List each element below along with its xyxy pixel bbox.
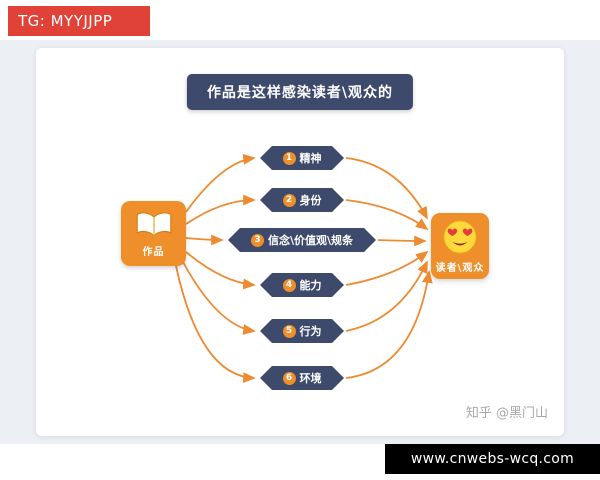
level-1-number-badge: 1 [283,152,296,165]
level-3-number-badge: 3 [251,234,264,247]
level-6-number-badge: 6 [283,372,296,385]
level-6-label: 环境 [299,372,322,385]
telegram-banner-text: TG: MYYJJPP [18,12,113,30]
target-node-audience: 读者\观众 [431,213,489,279]
source-node-label: 作品 [142,246,165,258]
diagram-title-text: 作品是这样感染读者\观众的 [206,85,394,101]
site-url-bar: www.cnwebs-wcq.com [385,444,600,474]
level-2-hexagon: 2 身份 [260,188,344,212]
level-1-label: 精神 [299,152,322,165]
level-1-hexagon: 1 精神 [260,146,344,170]
level-3-label: 信念\价值观\规条 [267,234,354,247]
level-4-hexagon: 4 能力 [260,273,344,297]
book-icon [134,210,174,240]
level-5-hexagon: 5 行为 [260,319,344,343]
diagram-title: 作品是这样感染读者\观众的 [186,74,414,110]
level-3-hexagon: 3 信念\价值观\规条 [228,228,376,252]
level-2-label: 身份 [299,194,322,207]
target-node-label: 读者\观众 [435,263,485,274]
level-5-number-badge: 5 [283,325,296,338]
source-node-work: 作品 [121,201,186,266]
level-6-hexagon: 6 环境 [260,366,344,390]
level-2-number-badge: 2 [283,194,296,207]
zhihu-watermark: 知乎 @黑门山 [465,406,548,421]
telegram-banner: TG: MYYJJPP [8,6,150,36]
level-4-label: 能力 [299,279,322,292]
site-url-text: www.cnwebs-wcq.com [410,451,575,467]
level-5-label: 行为 [299,325,322,338]
heart-eyes-face-icon [441,218,479,256]
level-4-number-badge: 4 [283,279,296,292]
